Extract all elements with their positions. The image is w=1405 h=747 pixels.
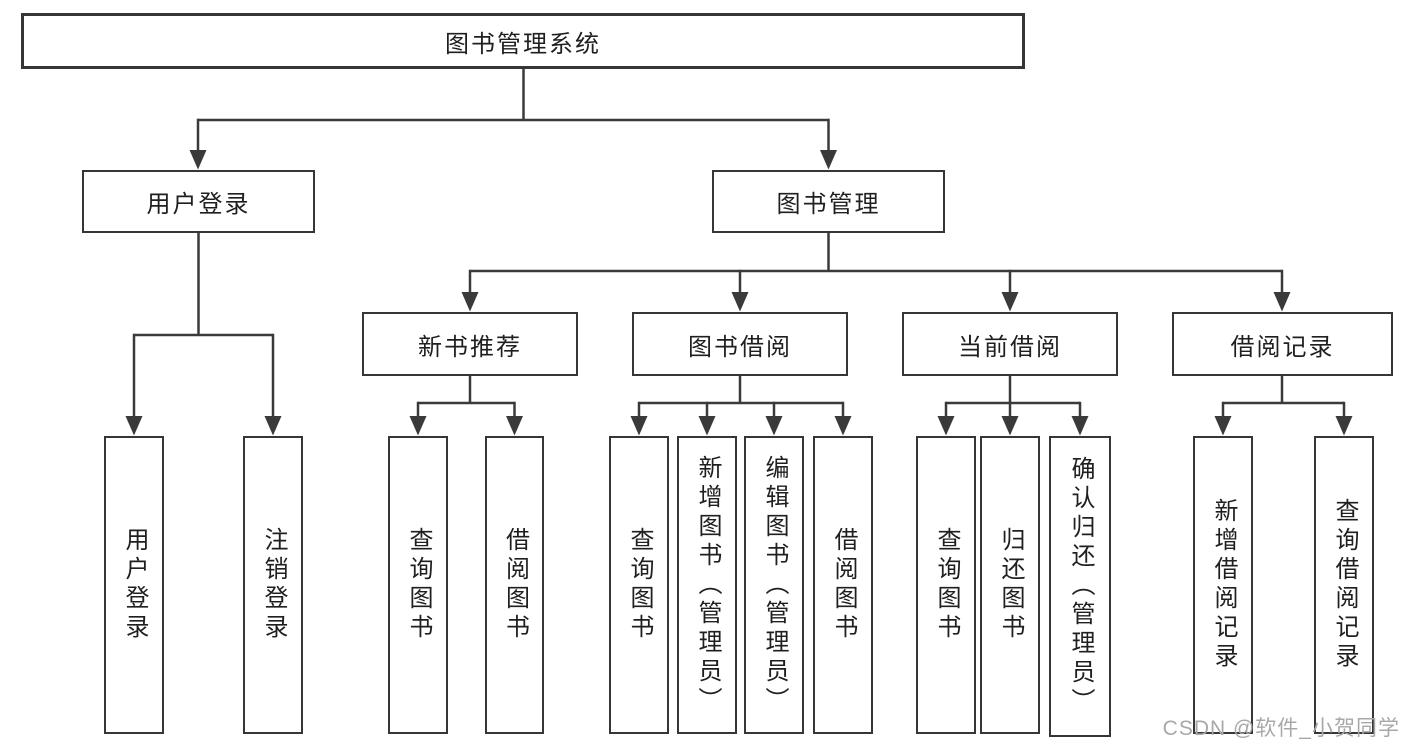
node-leaf-add-book-admin: 新增图书（管理员） — [677, 436, 737, 734]
node-leaf-add-borrow-record: 新增借阅记录 — [1193, 436, 1253, 734]
node-leaf-query-books-3-label: 查询图书 — [933, 527, 960, 643]
node-book-management: 图书管理 — [712, 170, 945, 233]
node-leaf-borrow-books-2: 借阅图书 — [813, 436, 873, 734]
node-leaf-return-book: 归还图书 — [980, 436, 1040, 734]
node-leaf-logout-label: 注销登录 — [260, 527, 287, 643]
node-user-login-label: 用户登录 — [146, 191, 251, 218]
node-leaf-add-book-admin-label: 新增图书（管理员） — [694, 454, 721, 716]
node-library-system-label: 图书管理系统 — [445, 30, 601, 58]
node-leaf-add-borrow-record-label: 新增借阅记录 — [1210, 498, 1237, 672]
node-leaf-query-borrow-record: 查询借阅记录 — [1314, 436, 1374, 734]
node-leaf-query-books-1: 查询图书 — [388, 436, 448, 734]
node-user-login: 用户登录 — [82, 170, 315, 233]
node-leaf-query-books-1-label: 查询图书 — [405, 527, 432, 643]
node-leaf-query-books-2-label: 查询图书 — [626, 527, 653, 643]
node-leaf-confirm-return-admin-label: 确认归还（管理员） — [1067, 456, 1094, 717]
node-leaf-edit-book-admin-label: 编辑图书（管理员） — [761, 454, 788, 716]
node-leaf-borrow-books-1: 借阅图书 — [485, 436, 544, 734]
node-leaf-user-login: 用户登录 — [104, 436, 164, 734]
node-book-borrowing: 图书借阅 — [632, 312, 848, 376]
node-book-management-label: 图书管理 — [776, 191, 881, 218]
node-library-system: 图书管理系统 — [21, 13, 1025, 69]
node-leaf-logout: 注销登录 — [243, 436, 303, 734]
node-current-borrowing-label: 当前借阅 — [958, 333, 1062, 361]
node-leaf-borrow-books-1-label: 借阅图书 — [501, 527, 529, 643]
node-new-book-recommend-label: 新书推荐 — [418, 333, 522, 361]
node-borrowing-records-label: 借阅记录 — [1230, 333, 1335, 361]
node-leaf-query-books-2: 查询图书 — [609, 436, 669, 734]
node-leaf-user-login-label: 用户登录 — [121, 527, 148, 643]
node-leaf-return-book-label: 归还图书 — [997, 527, 1024, 643]
watermark: CSDN @软件_小贺同学 — [1162, 717, 1400, 740]
node-leaf-edit-book-admin: 编辑图书（管理员） — [744, 436, 804, 734]
node-leaf-confirm-return-admin: 确认归还（管理员） — [1049, 436, 1111, 737]
node-borrowing-records: 借阅记录 — [1172, 312, 1393, 376]
node-leaf-query-borrow-record-label: 查询借阅记录 — [1331, 498, 1358, 672]
node-leaf-borrow-books-2-label: 借阅图书 — [830, 527, 857, 643]
node-current-borrowing: 当前借阅 — [902, 312, 1118, 376]
node-book-borrowing-label: 图书借阅 — [688, 333, 792, 361]
node-new-book-recommend: 新书推荐 — [362, 312, 578, 376]
node-leaf-query-books-3: 查询图书 — [916, 436, 976, 734]
